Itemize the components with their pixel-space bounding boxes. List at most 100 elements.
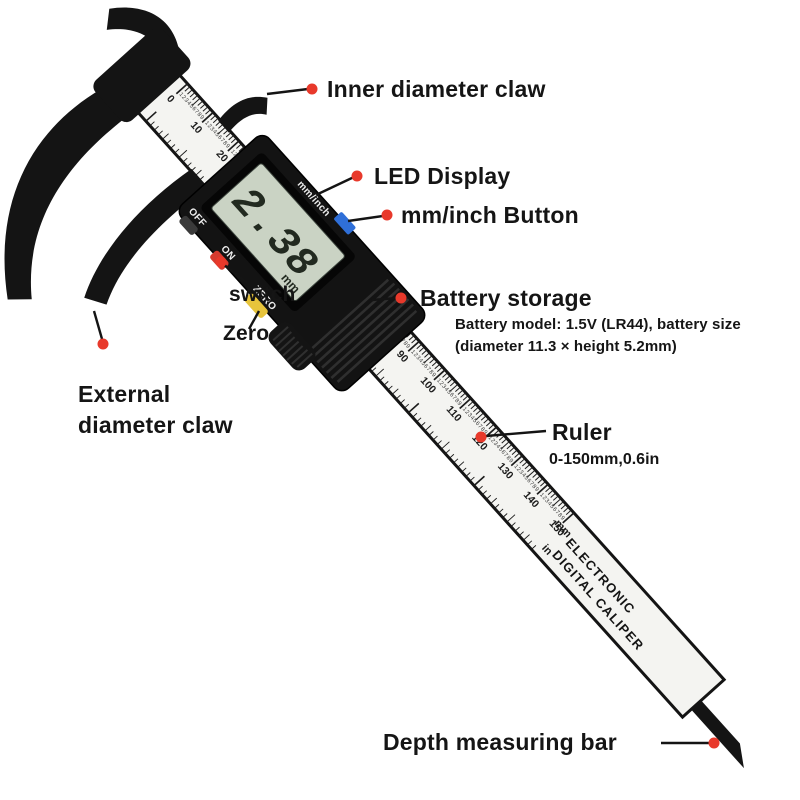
svg-text:9: 9 xyxy=(481,429,488,435)
svg-text:6: 6 xyxy=(216,135,223,141)
svg-text:7: 7 xyxy=(193,109,200,115)
dot-depth-bar xyxy=(708,737,720,749)
label-external-diameter-claw: External diameter claw xyxy=(78,379,233,441)
label-led-display: LED Display xyxy=(374,163,511,189)
svg-text:5: 5 xyxy=(188,103,195,109)
leader-ruler xyxy=(485,429,547,438)
svg-text:7: 7 xyxy=(425,366,432,372)
svg-text:9: 9 xyxy=(224,143,231,149)
svg-text:8: 8 xyxy=(505,455,512,461)
svg-text:3: 3 xyxy=(466,412,473,418)
svg-text:2: 2 xyxy=(515,467,522,473)
svg-text:4: 4 xyxy=(494,444,501,451)
svg-text:5: 5 xyxy=(523,475,530,481)
label-switch: switch xyxy=(229,283,296,306)
svg-text:1: 1 xyxy=(203,120,210,126)
annotation-dots xyxy=(97,83,720,749)
svg-text:2: 2 xyxy=(463,409,470,415)
svg-text:4: 4 xyxy=(185,100,192,107)
svg-text:9: 9 xyxy=(198,115,205,121)
label-battery-storage: Battery storage xyxy=(420,285,592,311)
label-zero: Zero xyxy=(223,322,270,345)
svg-text:6: 6 xyxy=(448,392,455,398)
svg-text:7: 7 xyxy=(219,137,226,143)
svg-text:3: 3 xyxy=(208,126,215,132)
svg-text:3: 3 xyxy=(518,469,525,475)
mm-inch-button xyxy=(334,212,356,235)
label-ruler: Ruler xyxy=(552,419,612,445)
svg-text:8: 8 xyxy=(196,112,203,118)
inner-diameter-claw-moving xyxy=(218,96,268,133)
battery-storage-cap xyxy=(308,278,418,383)
svg-text:7: 7 xyxy=(476,424,483,430)
label-battery-note-1: Battery model: 1.5V (LR44), battery size xyxy=(455,316,741,333)
svg-text:6: 6 xyxy=(474,421,481,427)
label-battery-note-2: (diameter 11.3 × height 5.2mm) xyxy=(455,338,677,355)
leader-battery xyxy=(371,296,398,302)
dot-battery xyxy=(395,292,407,304)
label-external-line2: diameter claw xyxy=(78,412,233,438)
svg-text:4: 4 xyxy=(520,472,527,479)
svg-text:9: 9 xyxy=(456,401,463,407)
svg-text:8: 8 xyxy=(530,484,537,490)
svg-text:9: 9 xyxy=(533,487,540,493)
lcd-screen xyxy=(211,163,345,302)
svg-text:1: 1 xyxy=(435,378,442,384)
svg-text:6: 6 xyxy=(525,478,532,484)
svg-text:9: 9 xyxy=(559,515,566,521)
svg-text:5: 5 xyxy=(471,418,478,424)
svg-text:3: 3 xyxy=(492,441,499,447)
label-mm-inch-button: mm/inch Button xyxy=(401,202,579,228)
svg-text:8: 8 xyxy=(402,341,409,347)
label-external-line1: External xyxy=(78,381,171,407)
svg-text:8: 8 xyxy=(479,426,486,432)
svg-text:1: 1 xyxy=(409,349,416,355)
svg-text:1: 1 xyxy=(487,435,494,441)
external-diameter-claw-fixed xyxy=(4,89,127,300)
svg-text:2: 2 xyxy=(541,495,548,501)
svg-text:7: 7 xyxy=(502,452,509,458)
dot-mm-inch xyxy=(381,209,393,221)
leader-external-claw xyxy=(92,310,104,340)
svg-text:6: 6 xyxy=(190,106,197,112)
svg-text:8: 8 xyxy=(453,398,460,404)
svg-text:5: 5 xyxy=(497,446,504,452)
dot-ruler xyxy=(475,431,487,443)
svg-text:5: 5 xyxy=(214,132,221,138)
svg-text:5: 5 xyxy=(445,389,452,395)
svg-text:4: 4 xyxy=(546,501,553,508)
svg-text:1: 1 xyxy=(229,149,236,155)
svg-text:9: 9 xyxy=(507,458,514,464)
leader-mm-inch xyxy=(347,214,384,223)
leader-switch xyxy=(222,263,248,284)
svg-text:1: 1 xyxy=(461,406,468,412)
external-diameter-claw-moving xyxy=(84,168,208,305)
dot-switch xyxy=(215,256,227,268)
leader-led-display xyxy=(317,175,355,196)
svg-text:2: 2 xyxy=(206,123,213,129)
svg-text:2: 2 xyxy=(232,152,239,158)
dot-inner-claw xyxy=(306,83,318,95)
svg-text:3: 3 xyxy=(543,498,550,504)
label-inner-diameter-claw: Inner diameter claw xyxy=(327,76,546,102)
depth-measuring-bar xyxy=(683,691,744,769)
zero-button xyxy=(244,293,268,318)
leader-inner-claw xyxy=(266,87,309,96)
svg-text:5: 5 xyxy=(548,504,555,510)
annotation-leaders xyxy=(92,87,709,745)
svg-text:9: 9 xyxy=(430,372,437,378)
thumb-grip-ridges xyxy=(272,326,313,368)
svg-text:6: 6 xyxy=(551,507,558,513)
svg-text:6: 6 xyxy=(499,449,506,455)
svg-text:4: 4 xyxy=(417,358,424,365)
fixed-head xyxy=(93,27,191,123)
svg-text:4: 4 xyxy=(211,129,218,136)
svg-text:1: 1 xyxy=(512,464,519,470)
svg-text:4: 4 xyxy=(469,415,476,422)
svg-text:8: 8 xyxy=(427,369,434,375)
svg-text:7: 7 xyxy=(554,509,561,515)
svg-text:3: 3 xyxy=(440,384,447,390)
